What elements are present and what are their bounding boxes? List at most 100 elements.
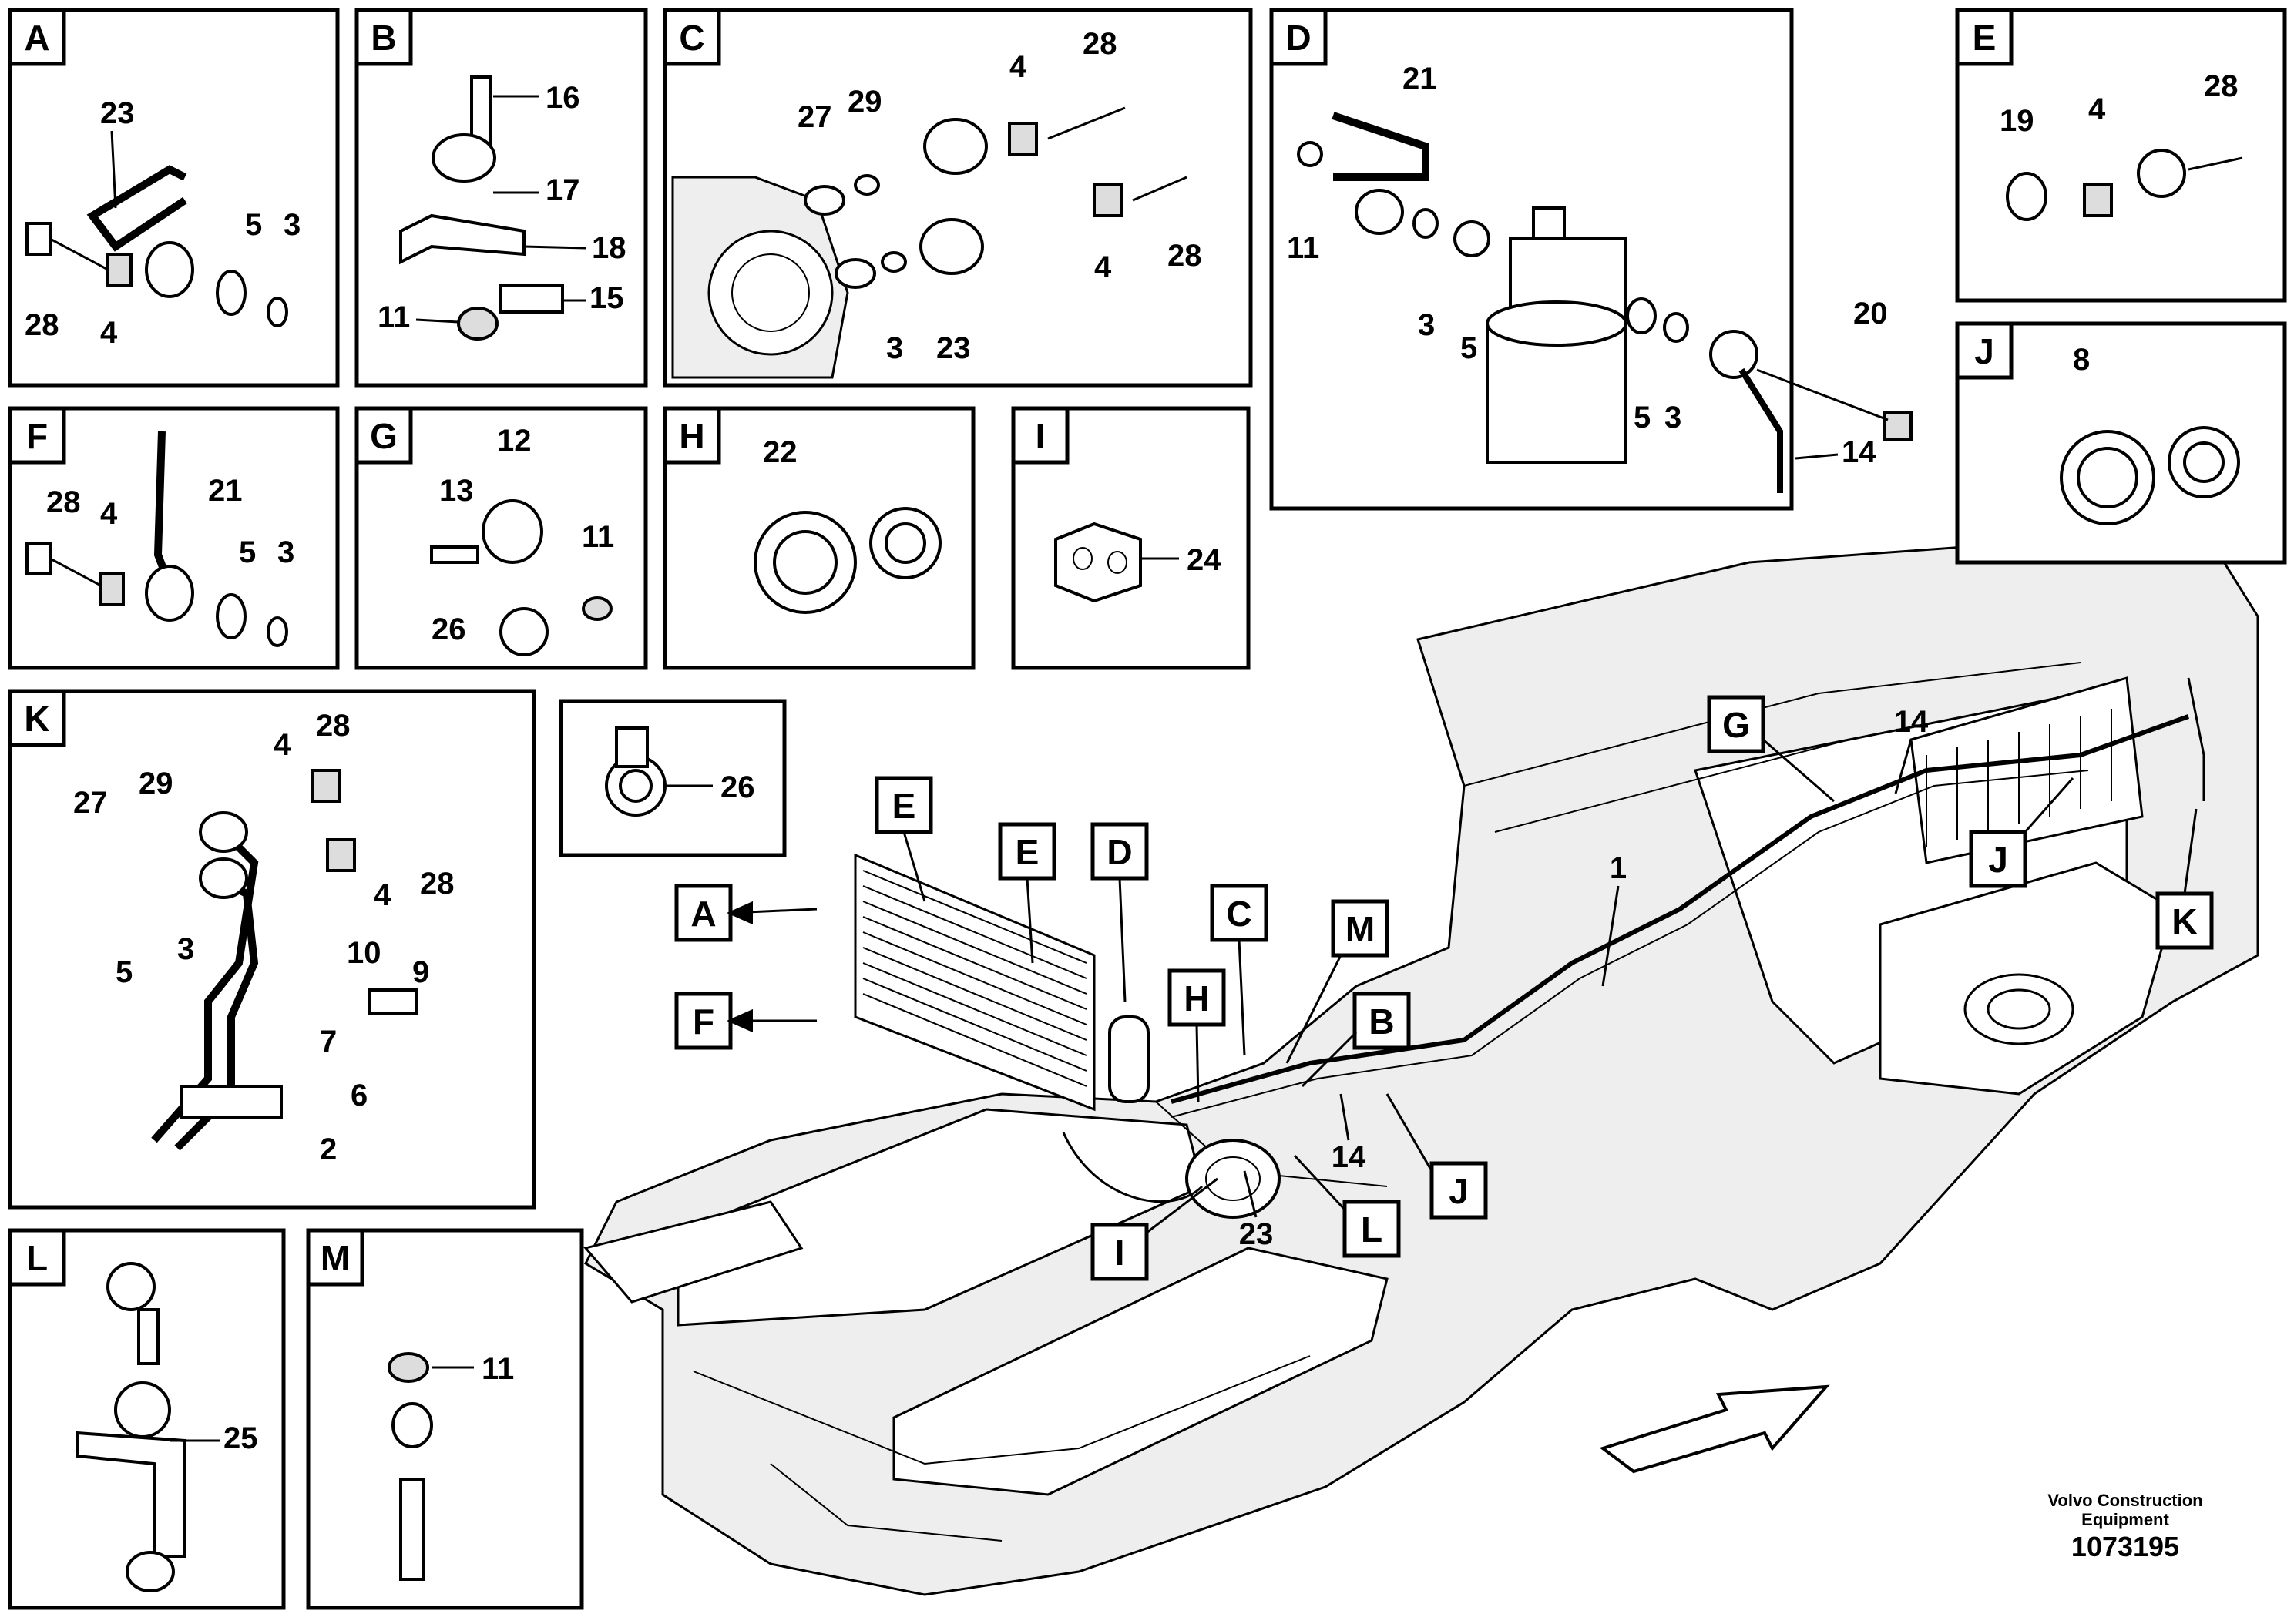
letter-callout-box [1269, 8, 1328, 66]
part-number-label: 27 [798, 100, 832, 134]
part-number-label: 11 [1287, 231, 1319, 265]
part-number-label: 3 [1418, 308, 1435, 342]
letter-label: C [679, 18, 704, 58]
company-line-2: Equipment [2081, 1510, 2169, 1529]
letter-label: A [690, 894, 716, 934]
part-number-label: 4 [1009, 50, 1027, 84]
letter-callout-box [1342, 1200, 1401, 1258]
detail-panel-L: L 25 [8, 1228, 286, 1610]
part-number-label: 4 [374, 878, 391, 912]
part-number-label: 4 [274, 728, 291, 762]
part-number-label: 8 [2073, 343, 2090, 377]
part-number-label: 21 [1402, 62, 1437, 96]
part-number-label: 5 [1634, 401, 1651, 435]
part-number-label: 24 [1187, 543, 1221, 577]
part-number-label: 11 [378, 300, 410, 334]
detail-panel-K: K 28 4 27 29 28 4 3 5 10 9 7 6 2 [8, 689, 536, 1210]
letter-callout-box [1955, 8, 2014, 66]
part-number-label: 4 [1094, 250, 1112, 284]
part-number-label: 2 [320, 1132, 337, 1166]
detail-panel-F: F 21 28 4 5 3 [8, 406, 340, 670]
part-number-label: 12 [497, 424, 532, 458]
part-number-label: 11 [482, 1352, 514, 1386]
part-number-label: 5 [1460, 331, 1477, 365]
letter-callout-box [674, 884, 733, 942]
detail-panel-H: H 22 [663, 406, 976, 670]
letter-callout-box [8, 689, 66, 747]
letter-label: C [1226, 894, 1251, 934]
part-number-label: 23 [100, 96, 135, 130]
part-number-label: 26 [720, 770, 755, 804]
letter-callout-box [2155, 891, 2214, 950]
letter-callout-box [354, 406, 413, 465]
part-number-label: 26 [432, 612, 466, 646]
letter-callout-box [306, 1228, 364, 1287]
part-number-label: 28 [316, 709, 351, 743]
letter-callout-box [1955, 321, 2014, 380]
letter-callout-box [1011, 406, 1070, 465]
part-number-label: 20 [1853, 297, 1888, 331]
part-number-label: 11 [582, 520, 614, 554]
letter-label: H [1184, 978, 1209, 1018]
letter-label: G [370, 416, 398, 456]
letter-label: F [26, 416, 48, 456]
letter-callout-box [8, 8, 66, 66]
part-number-label: 22 [763, 435, 798, 469]
letter-callout-box [8, 406, 66, 465]
part-number-label: 5 [245, 208, 262, 242]
part-number-label: 28 [2204, 69, 2239, 103]
part-number-label: 28 [420, 867, 455, 901]
letter-label: E [1973, 18, 1997, 58]
part-number-label: 3 [1664, 401, 1681, 435]
direction-arrow [1599, 1384, 1830, 1474]
letter-callout-box [663, 406, 721, 465]
part-number-label: 14 [1332, 1140, 1366, 1174]
letter-label: J [1449, 1171, 1469, 1211]
part-number-label: 5 [239, 535, 256, 569]
detail-panel-M: M 11 [306, 1228, 584, 1610]
part-number-label: 4 [100, 497, 118, 531]
part-number-label: 7 [320, 1025, 337, 1059]
letter-callout-box [1090, 1223, 1149, 1281]
part-number-label: 25 [223, 1421, 258, 1455]
letter-label: J [1974, 331, 1994, 371]
letter-callout-box [1331, 899, 1389, 958]
part-number-label: 6 [351, 1079, 368, 1112]
part-number-label: 17 [546, 173, 580, 207]
callout-E-1-label: E [892, 786, 916, 826]
part-number-label: 3 [886, 331, 903, 365]
part-number-label: 23 [1239, 1217, 1274, 1251]
letter-callout-box [1969, 830, 2027, 888]
callout-E-2 [998, 822, 1056, 881]
part-number-label: 5 [116, 955, 133, 989]
part-number-label: 21 [208, 474, 243, 508]
letter-label: I [1115, 1233, 1125, 1273]
part-number-label: 19 [2000, 104, 2034, 138]
detail-panel-A: A 23 5 3 28 4 [8, 8, 340, 388]
part-number-label: 28 [1083, 27, 1117, 61]
detail-panel-E: E 28 19 4 [1955, 8, 2287, 303]
part-number-label: 28 [1167, 239, 1202, 273]
letter-label: D [1285, 18, 1311, 58]
part-number-label: 9 [412, 955, 429, 989]
detail-panel-J: J 8 [1955, 321, 2287, 565]
part-number-label: 4 [2088, 92, 2106, 126]
part-number-label: 29 [139, 767, 173, 800]
letter-label: M [1345, 909, 1375, 949]
part-number-label: 3 [284, 208, 301, 242]
letter-label: K [24, 699, 49, 739]
letter-callout-box [354, 8, 413, 66]
part-number-label: 1 [1610, 851, 1627, 885]
letter-callout-box [1090, 822, 1149, 881]
detail-panel-D: D 21 11 3 5 20 5 3 14 [1269, 8, 1913, 511]
part-number-label: 4 [100, 316, 118, 350]
letter-callout-box [1429, 1161, 1488, 1220]
part-number-label: 16 [546, 81, 580, 115]
part-number-label: 10 [347, 936, 381, 970]
machine-frame-illustration [583, 538, 2259, 1596]
detail-panel-C: C 4 28 27 29 28 4 3 23 [663, 8, 1253, 388]
letter-callout-box [1352, 992, 1411, 1050]
part-number-label: 27 [73, 786, 108, 820]
letter-callout-box [1210, 884, 1268, 942]
